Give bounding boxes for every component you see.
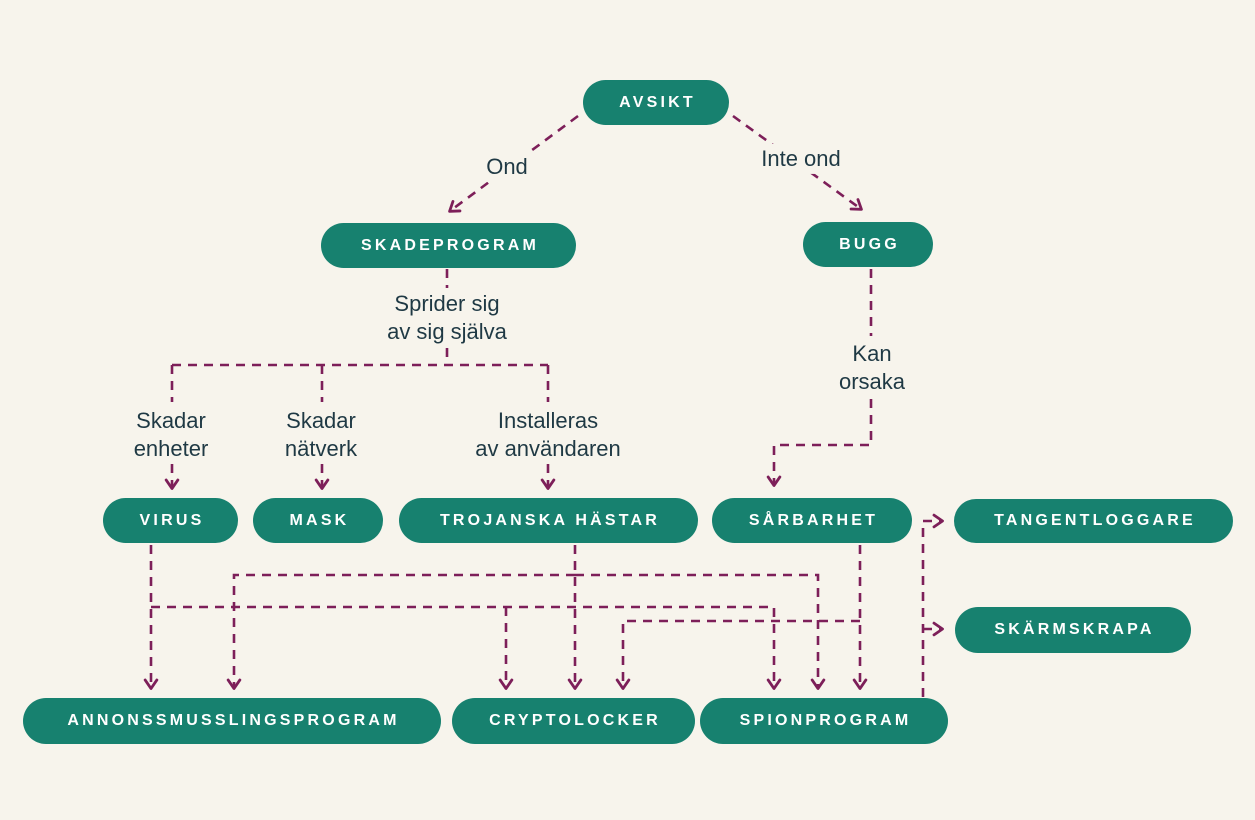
edge-sarbarhet-cryptolocker xyxy=(615,619,860,690)
node-virus: VIRUS xyxy=(103,498,238,543)
edge-label-kan-orsaka: Kan orsaka xyxy=(838,340,906,394)
node-avsikt: AVSIKT xyxy=(583,80,729,125)
edge-trojanska-spionprogram xyxy=(575,573,826,690)
node-trojanska-hastar: TROJANSKA HÄSTAR xyxy=(399,498,698,543)
node-skarmskrapa: SKÄRMSKRAPA xyxy=(955,607,1191,653)
edge-label-skadar-natverk: Skadar nätverk xyxy=(284,407,358,461)
edge-spionprogram-tangentloggare xyxy=(921,513,944,697)
edge-avsikt-bugg xyxy=(732,114,863,211)
edge-avsikt-skadeprogram xyxy=(448,114,579,213)
edge-virus-spionprogram xyxy=(151,605,782,690)
node-bugg: BUGG xyxy=(803,222,933,267)
edge-trojanska-annonss xyxy=(226,573,575,690)
node-sarbarhet: SÅRBARHET xyxy=(712,498,912,543)
edge-label-installeras: Installeras av användaren xyxy=(475,407,621,461)
node-tangentloggare: TANGENTLOGGARE xyxy=(954,499,1233,543)
edge-label-skadar-enheter: Skadar enheter xyxy=(133,407,209,461)
edge-label-ond: Ond xyxy=(481,151,533,183)
edge-bugg-sarbarhet xyxy=(766,399,873,487)
node-cryptolocker: CRYPTOLOCKER xyxy=(452,698,695,744)
node-annonssmusslingsprogram: ANNONSSMUSSLINGSPROGRAM xyxy=(23,698,441,744)
node-spionprogram: SPIONPROGRAM xyxy=(700,698,948,744)
node-mask: MASK xyxy=(253,498,383,543)
edge-label-inte-ond: Inte ond xyxy=(756,143,846,175)
edge-label-sprider-sig: Sprider sig av sig själva xyxy=(387,290,507,344)
node-skadeprogram: SKADEPROGRAM xyxy=(321,223,576,268)
